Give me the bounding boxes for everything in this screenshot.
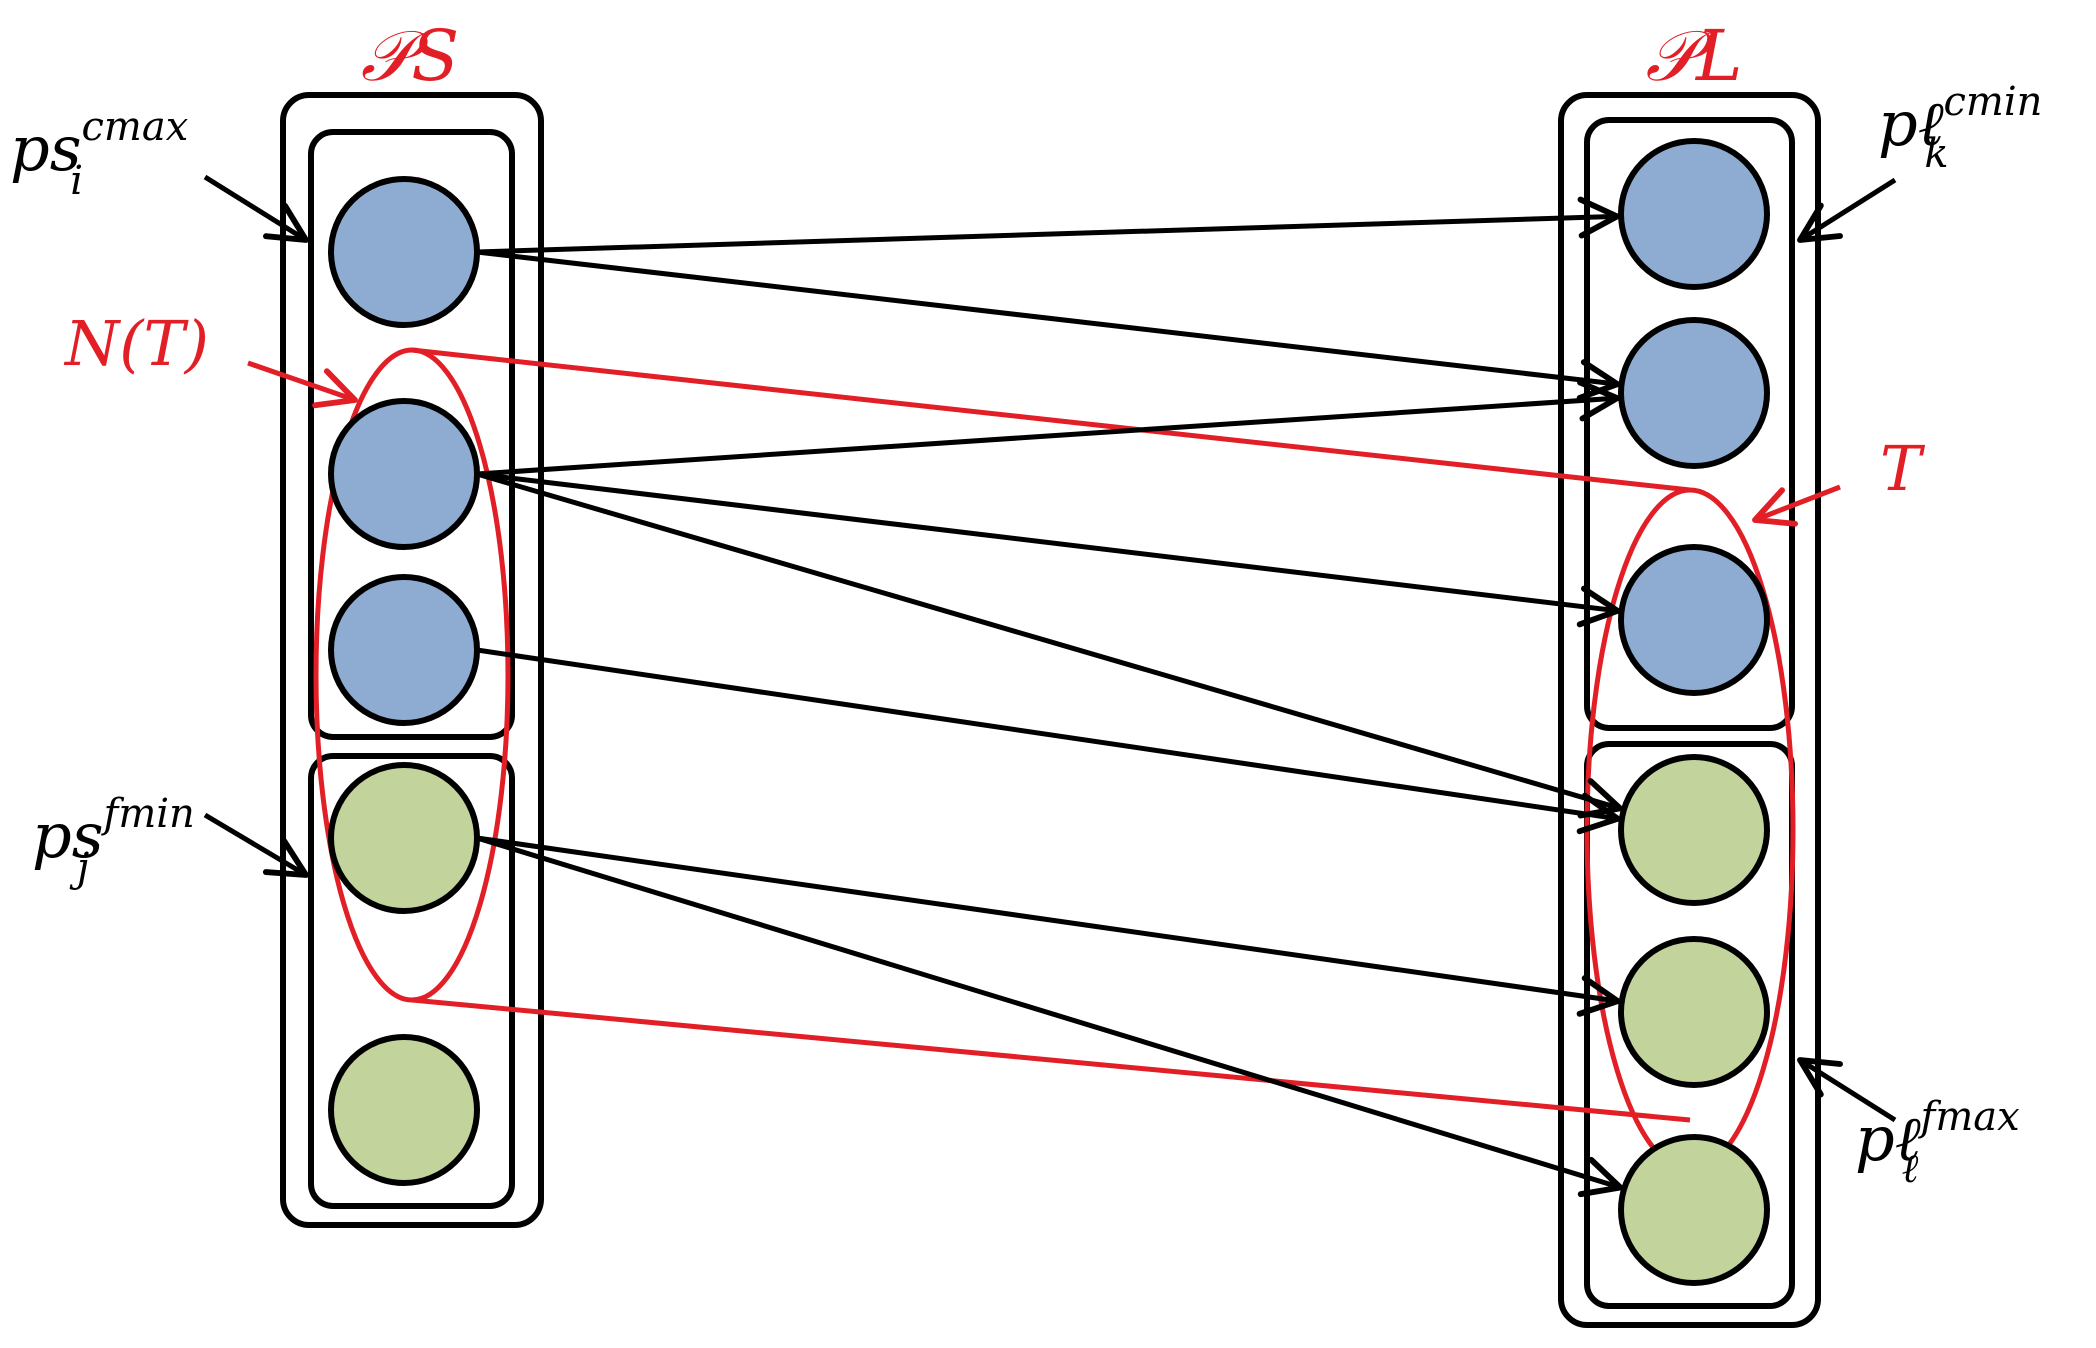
pl-node-1 bbox=[1618, 138, 1770, 290]
ps-nodes-layer bbox=[328, 176, 480, 1186]
ps-cmax-pointer-arrow bbox=[203, 174, 309, 243]
pl-nodes-layer bbox=[1618, 138, 1770, 1286]
ps-cmax-box bbox=[308, 129, 515, 740]
pl-node-4 bbox=[1618, 754, 1770, 906]
pl-fmax-pointer-arrow bbox=[1797, 1057, 1897, 1123]
edge-ps1-pl1 bbox=[476, 196, 1620, 255]
pl-header: 𝒫L bbox=[1646, 15, 1743, 97]
pl-node-2 bbox=[1618, 317, 1770, 469]
pl-cmin-box bbox=[1584, 117, 1795, 731]
ps-node-3 bbox=[328, 574, 480, 726]
edge-ps2-pl3 bbox=[476, 471, 1621, 628]
pl-fmax-box bbox=[1584, 741, 1795, 1309]
set-connector-bottom bbox=[411, 997, 1691, 1123]
ps-node-1 bbox=[328, 176, 480, 328]
pl-node-5 bbox=[1618, 936, 1770, 1088]
neighborhood-pointer-arrow bbox=[247, 360, 358, 409]
pl-outer-box bbox=[1558, 92, 1821, 1328]
ps-node-2 bbox=[328, 398, 480, 550]
ps-node-4 bbox=[328, 762, 480, 914]
edge-ps4-pl5 bbox=[476, 835, 1621, 1017]
neighborhood-label: N(T) bbox=[63, 307, 209, 380]
ps-fmin-box bbox=[308, 753, 515, 1209]
pl-node-3 bbox=[1618, 544, 1770, 696]
ps-node-5 bbox=[328, 1034, 480, 1186]
edge-ps2-pl2 bbox=[476, 379, 1621, 477]
set-connector-top bbox=[411, 347, 1691, 493]
pl-cmin-pointer-arrow bbox=[1797, 177, 1897, 243]
ps-fmin-pointer-arrow bbox=[203, 812, 309, 878]
pl-node-6 bbox=[1618, 1134, 1770, 1286]
edge-ps1-pl2 bbox=[476, 249, 1621, 401]
edge-ps2-pl4 bbox=[476, 471, 1624, 819]
target-set-label: T bbox=[1880, 432, 1926, 505]
target-pointer-arrow bbox=[1752, 484, 1841, 527]
edge-ps3-pl4 bbox=[476, 647, 1621, 835]
ps-header: 𝒫S bbox=[361, 15, 459, 97]
edges-layer bbox=[476, 196, 1624, 1198]
edge-ps4-pl6 bbox=[476, 835, 1624, 1198]
